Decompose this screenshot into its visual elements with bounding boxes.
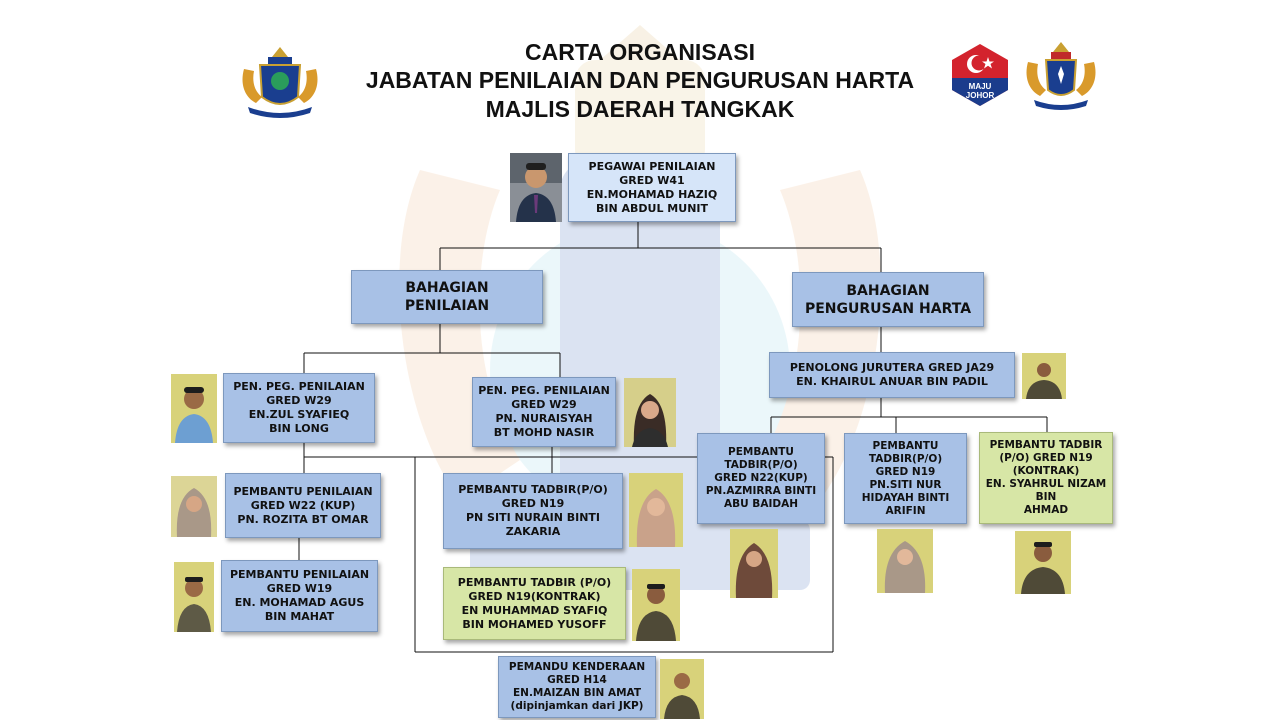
syafiq-name-2: BIN MOHAMED YUSOFF bbox=[462, 617, 607, 631]
agus-grade: GRED W19 bbox=[266, 582, 333, 595]
division-harta-line-1: BAHAGIAN bbox=[846, 282, 930, 299]
admin-asst-syahrul-nizam-box: PEMBANTU TADBIR (P/O) GRED N19 (KONTRAK)… bbox=[979, 432, 1113, 524]
nurain-grade: GRED N19 bbox=[501, 497, 565, 510]
asst-valuation-officer-zul-box: PEN. PEG. PENILAIAN GRED W29 EN.ZUL SYAF… bbox=[223, 373, 375, 443]
admin-asst-nurain-box: PEMBANTU TADBIR(P/O) GRED N19 PN SITI NU… bbox=[443, 473, 623, 549]
admin-asst-syafiq-box: PEMBANTU TADBIR (P/O) GRED N19(KONTRAK) … bbox=[443, 567, 626, 640]
syafiq-grade: GRED N19(KONTRAK) bbox=[468, 589, 601, 603]
hidayah-line-1: PEMBANTU bbox=[872, 439, 939, 452]
admin-asst-hidayah-box: PEMBANTU TADBIR(P/O) GRED N19 PN.SITI NU… bbox=[844, 433, 967, 524]
asst-engineer-khairul-box: PENOLONG JURUTERA GRED JA29 EN. KHAIRUL … bbox=[769, 352, 1015, 398]
chart-title-line-1: CARTA ORGANISASI bbox=[525, 39, 755, 65]
head-name: EN.MOHAMAD HAZIQ bbox=[586, 187, 718, 201]
azmirra-line-1: PEMBANTU bbox=[728, 446, 794, 458]
chart-title-line-2: JABATAN PENILAIAN DAN PENGURUSAN HARTA bbox=[365, 67, 915, 93]
maju-johor-logo: MAJU JOHOR bbox=[952, 44, 1008, 106]
portrait-photo-zul bbox=[171, 374, 217, 443]
chart-title-line-3: MAJLIS DAERAH TANGKAK bbox=[485, 96, 795, 122]
nuraisyah-name-2: BT MOHD NASIR bbox=[493, 426, 595, 439]
head-grade: GRED W41 bbox=[619, 173, 685, 187]
nurain-name: PN SITI NURAIN BINTI bbox=[465, 511, 601, 524]
portrait-photo-maizan bbox=[660, 659, 704, 719]
division-pengurusan-harta-box: BAHAGIAN PENGURUSAN HARTA bbox=[792, 272, 984, 327]
nizam-line-3: (KONTRAK) bbox=[1012, 465, 1080, 477]
division-penilaian-box: BAHAGIAN PENILAIAN bbox=[351, 270, 543, 324]
zul-name-2: BIN LONG bbox=[269, 422, 329, 435]
nizam-name-3: AHMAD bbox=[1023, 504, 1069, 516]
portrait-photo-rozita bbox=[171, 476, 217, 537]
pemandu-note: (dipinjamkan dari JKP) bbox=[510, 700, 644, 712]
azmirra-grade: GRED N22(KUP) bbox=[714, 472, 808, 484]
hidayah-name-2: HIDAYAH BINTI bbox=[861, 491, 950, 504]
hidayah-name: PN.SITI NUR bbox=[869, 478, 942, 491]
zul-grade: GRED W29 bbox=[266, 394, 332, 407]
asst-valuation-officer-nuraisyah-box: PEN. PEG. PENILAIAN GRED W29 PN. NURAISY… bbox=[472, 377, 616, 447]
johor-state-crest-logo bbox=[1026, 42, 1096, 110]
azmirra-name-2: ABU BAIDAH bbox=[724, 498, 798, 510]
hidayah-line-2: TADBIR(P/O) bbox=[868, 452, 943, 465]
portrait-photo-head bbox=[510, 153, 562, 222]
svg-text:MAJU: MAJU bbox=[969, 82, 992, 91]
agus-name-2: BIN MAHAT bbox=[264, 610, 335, 623]
division-harta-line-2: PENGURUSAN HARTA bbox=[804, 300, 972, 317]
head-valuation-officer-box: PEGAWAI PENILAIAN GRED W41 EN.MOHAMAD HA… bbox=[568, 153, 736, 222]
asst-valuer-rozita-box: PEMBANTU PENILAIAN GRED W22 (KUP) PN. RO… bbox=[225, 473, 381, 538]
driver-maizan-box: PEMANDU KENDERAAN GRED H14 EN.MAIZAN BIN… bbox=[498, 656, 656, 718]
syafiq-role: PEMBANTU TADBIR (P/O) bbox=[457, 575, 612, 589]
nizam-name: EN. SYAHRUL NIZAM bbox=[985, 478, 1107, 490]
portrait-photo-nurain bbox=[629, 473, 683, 547]
jurutera-role: PENOLONG JURUTERA GRED JA29 bbox=[789, 361, 995, 374]
nurain-name-2: ZAKARIA bbox=[505, 525, 561, 538]
nuraisyah-role: PEN. PEG. PENILAIAN bbox=[478, 384, 610, 397]
nizam-line-1: PEMBANTU TADBIR bbox=[989, 439, 1103, 451]
nuraisyah-grade: GRED W29 bbox=[511, 398, 577, 411]
zul-name: EN.ZUL SYAFIEQ bbox=[248, 408, 350, 421]
azmirra-line-2: TADBIR(P/O) bbox=[724, 459, 798, 471]
nizam-name-2: BIN bbox=[1035, 491, 1057, 503]
svg-text:JOHOR: JOHOR bbox=[966, 91, 995, 100]
head-name-2: BIN ABDUL MUNIT bbox=[596, 201, 708, 215]
pemandu-grade: GRED H14 bbox=[547, 674, 607, 686]
azmirra-name: PN.AZMIRRA BINTI bbox=[705, 485, 817, 497]
portrait-photo-syafiq bbox=[632, 569, 680, 641]
left-crest-logo bbox=[242, 47, 318, 118]
agus-name: EN. MOHAMAD AGUS bbox=[234, 596, 365, 609]
portrait-photo-hidayah bbox=[877, 529, 933, 593]
asst-valuer-agus-box: PEMBANTU PENILAIAN GRED W19 EN. MOHAMAD … bbox=[221, 560, 378, 632]
portrait-photo-azmirra bbox=[730, 529, 778, 598]
rozita-grade: GRED W22 (KUP) bbox=[250, 498, 356, 512]
portrait-photo-nuraisyah bbox=[624, 378, 676, 447]
nizam-line-2: (P/O) GRED N19 bbox=[999, 452, 1093, 464]
syafiq-name: EN MUHAMMAD SYAFIQ bbox=[461, 603, 608, 617]
division-penilaian-line-2: PENILAIAN bbox=[404, 298, 490, 314]
pemandu-name: EN.MAIZAN BIN AMAT bbox=[512, 687, 641, 699]
pemandu-role: PEMANDU KENDERAAN bbox=[508, 661, 646, 673]
rozita-name: PN. ROZITA BT OMAR bbox=[237, 512, 369, 526]
hidayah-name-3: ARIFIN bbox=[885, 504, 926, 517]
portrait-photo-khairul bbox=[1022, 353, 1066, 399]
agus-role: PEMBANTU PENILAIAN bbox=[229, 568, 370, 581]
portrait-photo-agus bbox=[174, 562, 214, 632]
admin-asst-azmirra-box: PEMBANTU TADBIR(P/O) GRED N22(KUP) PN.AZ… bbox=[697, 433, 825, 524]
portrait-photo-syahrul-nizam bbox=[1015, 531, 1071, 594]
division-penilaian-line-1: BAHAGIAN bbox=[405, 280, 489, 296]
zul-role: PEN. PEG. PENILAIAN bbox=[233, 380, 365, 393]
rozita-role: PEMBANTU PENILAIAN bbox=[233, 484, 373, 498]
nuraisyah-name: PN. NURAISYAH bbox=[495, 412, 593, 425]
jurutera-name: EN. KHAIRUL ANUAR BIN PADIL bbox=[796, 375, 988, 388]
nurain-role: PEMBANTU TADBIR(P/O) bbox=[458, 483, 608, 496]
head-role: PEGAWAI PENILAIAN bbox=[588, 159, 716, 173]
hidayah-grade: GRED N19 bbox=[875, 465, 936, 478]
